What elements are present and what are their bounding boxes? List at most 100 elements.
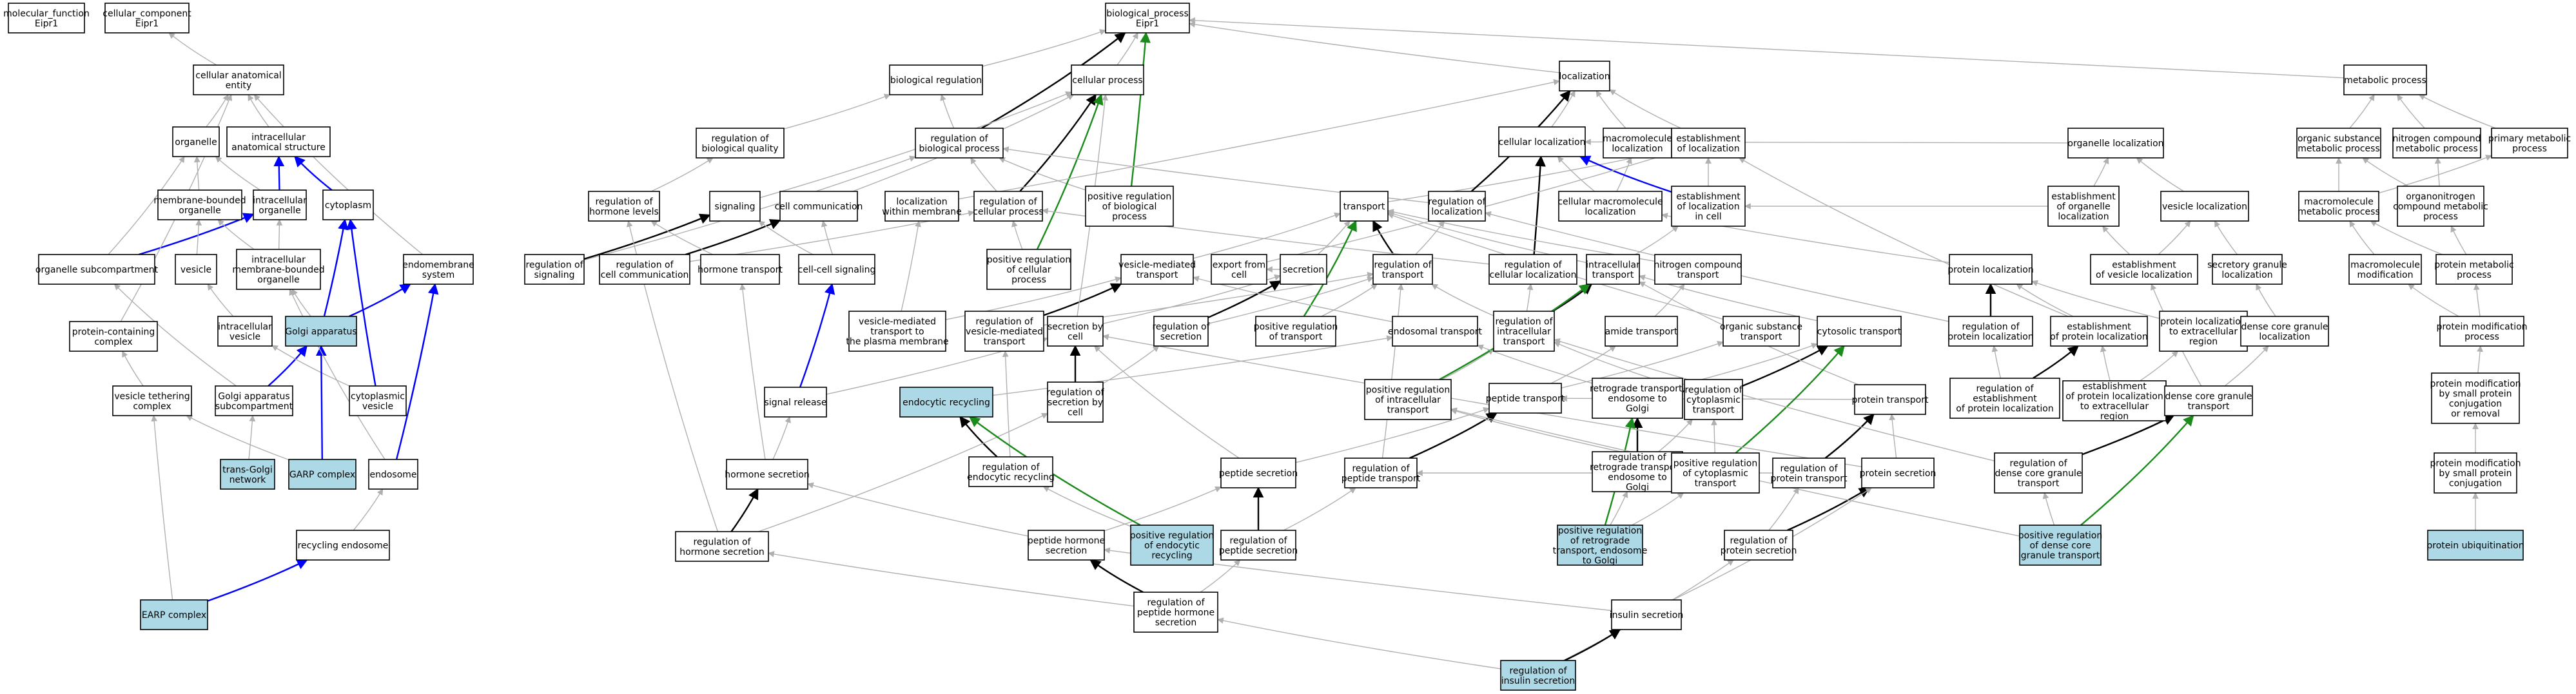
term-node-transport[interactable]: transport	[1340, 191, 1389, 222]
term-node-endtr[interactable]: endosomal transport	[1388, 316, 1483, 347]
term-node-cytotr[interactable]: cytosolic transport	[1817, 316, 1902, 347]
term-node-pepsec[interactable]: peptide secretion	[1219, 458, 1298, 488]
term-node-inssec[interactable]: insulin secretion	[1610, 599, 1684, 630]
term-node-golgi[interactable]: Golgi apparatus	[285, 316, 357, 347]
term-node-cellcomm[interactable]: cell communication	[775, 191, 863, 222]
term-node-secretion[interactable]: secretion	[1280, 254, 1327, 285]
term-node-protubq[interactable]: protein ubiquitination	[2426, 530, 2524, 561]
term-node-cellloc[interactable]: cellular localization	[1498, 126, 1586, 157]
term-node-orgloc[interactable]: organelle localization	[2067, 128, 2164, 159]
term-node-peptr[interactable]: peptide transport	[1486, 383, 1565, 414]
term-node-hormtr[interactable]: hormone transport	[698, 254, 783, 285]
term-node-protsec[interactable]: protein secretion	[1860, 458, 1937, 488]
term-node-localization[interactable]: localization	[1559, 61, 1610, 92]
term-node-ccsig[interactable]: cell-cell signaling	[798, 254, 876, 285]
term-node-protloc[interactable]: protein localization	[1947, 254, 2034, 285]
term-node-signaling[interactable]: signaling	[709, 191, 761, 222]
term-node-endorec[interactable]: endocytic recycling	[899, 387, 993, 418]
term-node-metproc[interactable]: metabolic process	[2343, 64, 2427, 95]
term-node-osub[interactable]: organelle subcompartment	[35, 254, 159, 285]
term-node-sigrel[interactable]: signal release	[764, 387, 827, 418]
term-node-biolreg[interactable]: biological regulation	[889, 64, 983, 95]
term-node-vesicle[interactable]: vesicle	[175, 254, 217, 285]
term-node-garp[interactable]: GARP complex	[288, 459, 356, 490]
term-node-cellproc[interactable]: cellular process	[1071, 64, 1144, 95]
term-node-prottr[interactable]: protein transport	[1852, 384, 1929, 415]
term-node-endosome[interactable]: endosome	[368, 459, 418, 490]
term-node-amidetr[interactable]: amide transport	[1605, 316, 1678, 347]
